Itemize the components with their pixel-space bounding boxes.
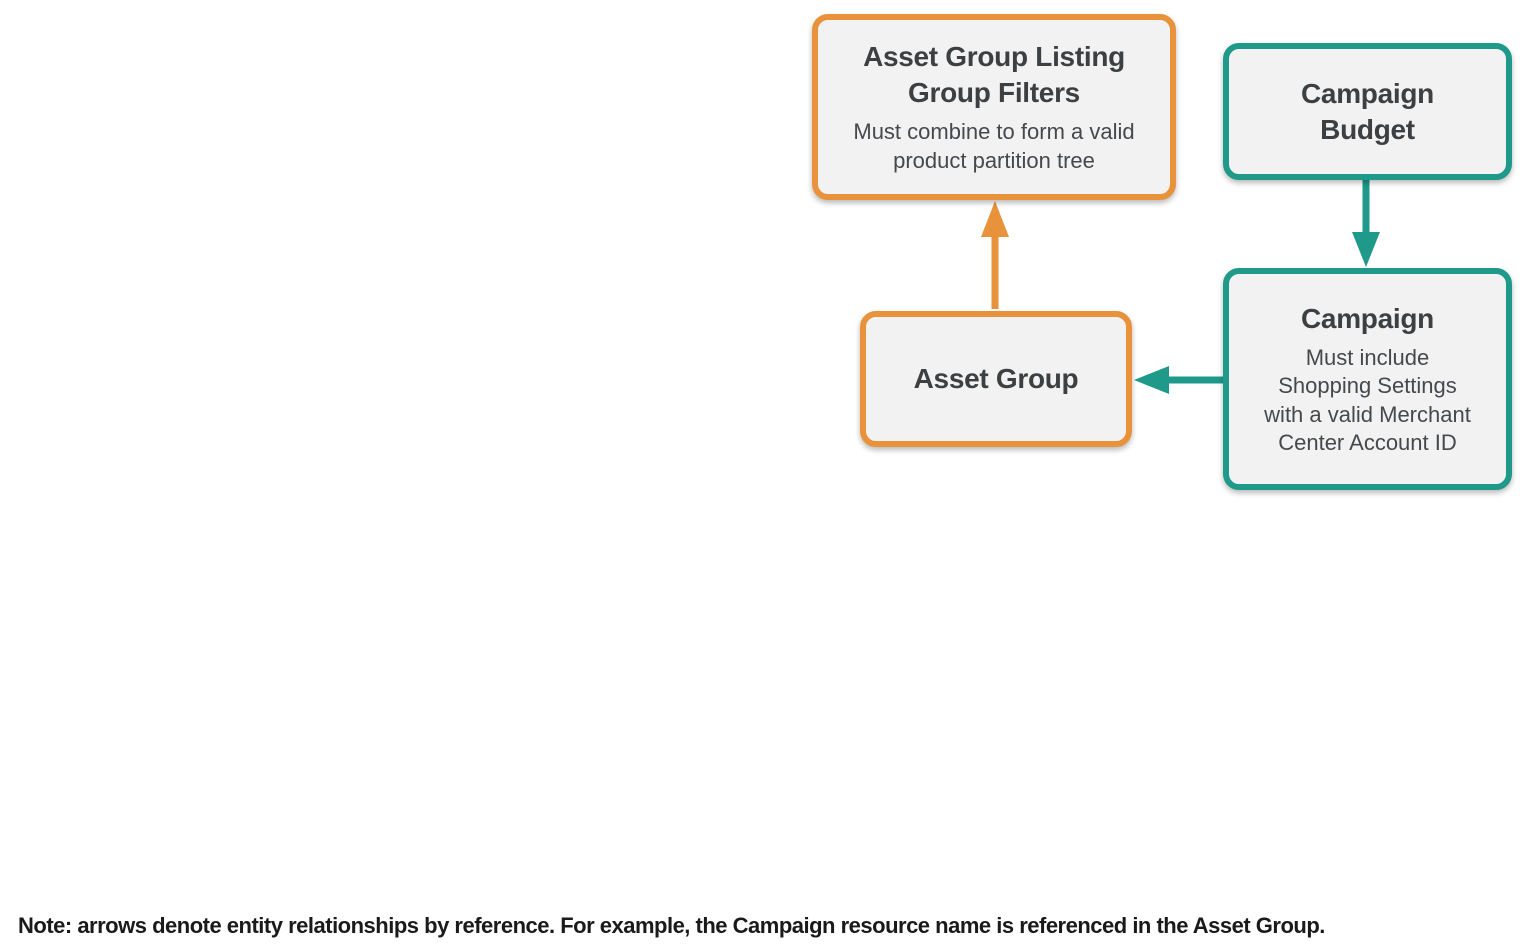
node-subtitle: Must include Shopping Settings with a va… (1264, 344, 1471, 456)
node-asset-group: Asset Group (860, 311, 1132, 447)
node-title: Campaign Budget (1301, 77, 1434, 145)
arrow-campaign-budget-to-campaign (1352, 179, 1380, 267)
node-title: Campaign (1301, 302, 1434, 334)
arrow-asset-group-to-listing-filters (981, 201, 1009, 309)
node-subtitle: Must combine to form a valid product par… (853, 119, 1135, 173)
footnote: Note: arrows denote entity relationships… (18, 913, 1325, 938)
arrow-campaign-to-asset-group (1134, 366, 1224, 394)
node-title: Asset Group Listing Group Filters (863, 41, 1125, 108)
node-asset-group-listing-group-filters: Asset Group Listing Group Filters Must c… (812, 14, 1176, 200)
node-title: Asset Group (913, 363, 1079, 394)
node-campaign-budget: Campaign Budget (1223, 43, 1512, 180)
node-campaign: Campaign Must include Shopping Settings … (1223, 268, 1512, 490)
